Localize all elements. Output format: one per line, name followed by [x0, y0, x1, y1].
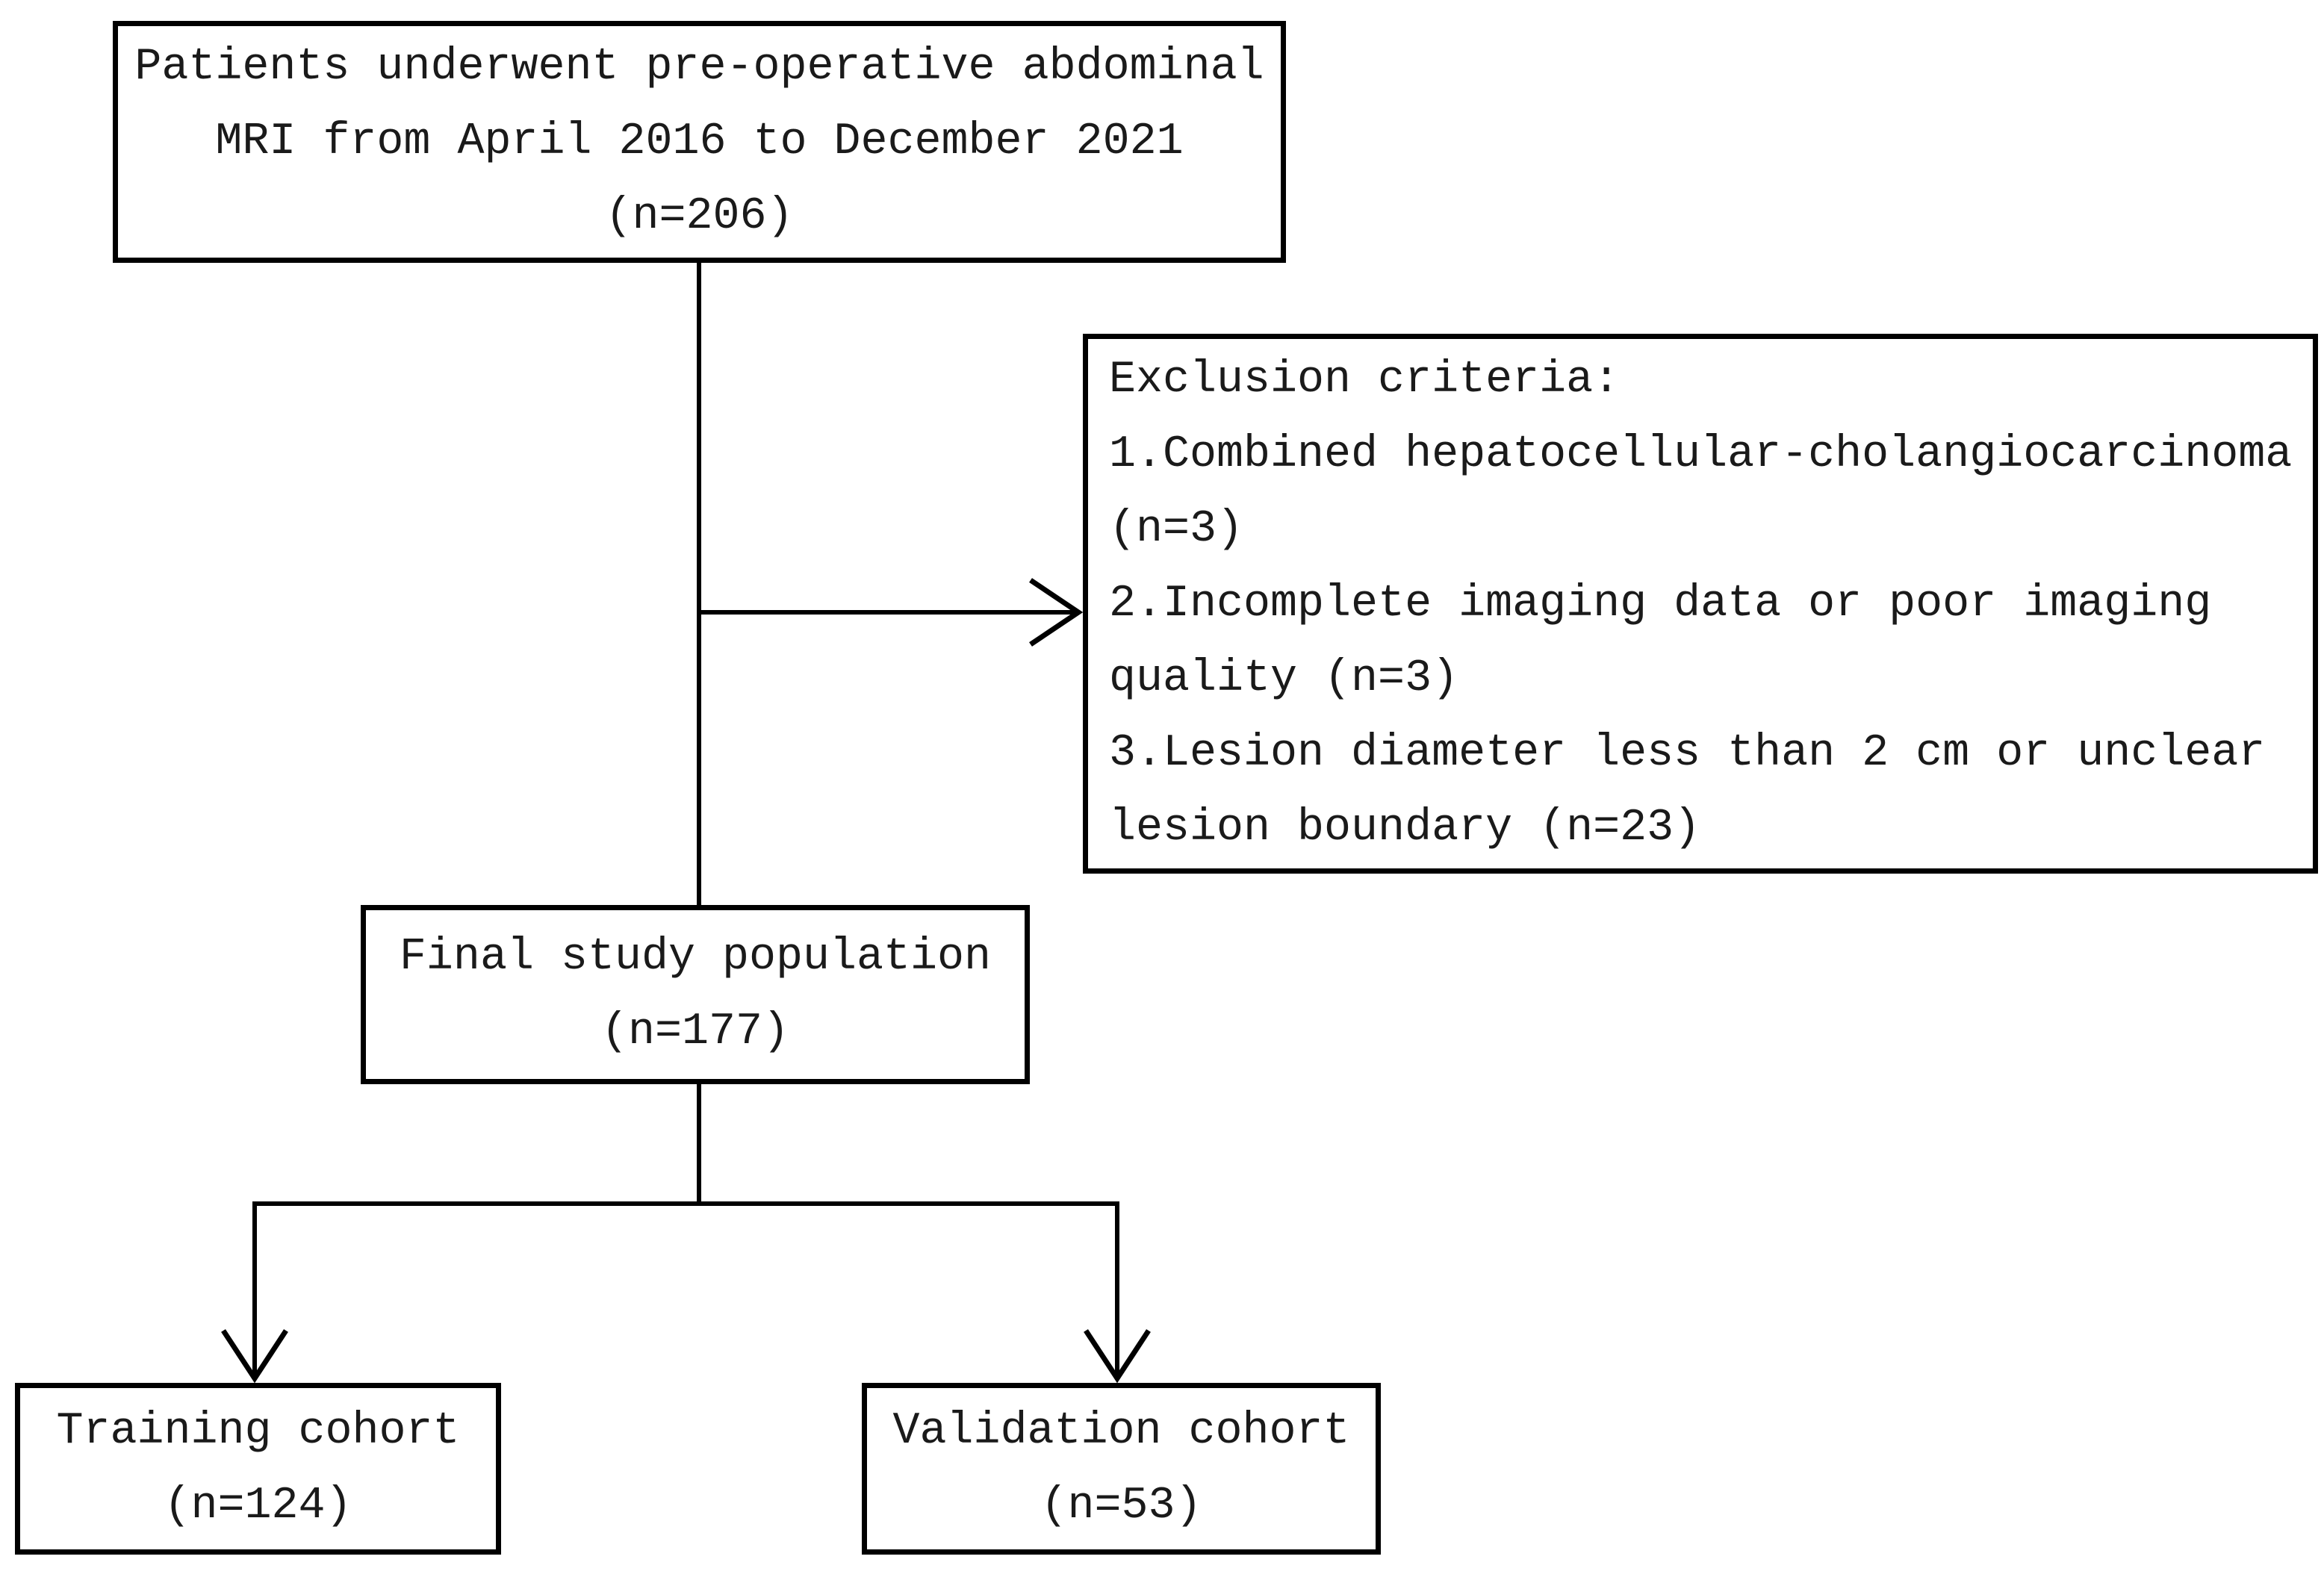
node-text-line: Final study population: [399, 932, 992, 983]
node-exclusion-criteria: Exclusion criteria: 1.Combined hepatocell…: [1083, 334, 2318, 874]
node-text-line: Validation cohort: [892, 1406, 1350, 1457]
arrowhead-validation-icon: [1084, 1329, 1151, 1384]
node-initial-population: Patients underwent pre-operative abdomin…: [113, 21, 1286, 263]
node-text-line: 3.Lesion diameter less than 2 cm or uncl…: [1109, 727, 2266, 779]
node-text-line: 2.Incomplete imaging data or poor imagin…: [1109, 578, 2212, 629]
node-text-line: (n=177): [600, 1007, 790, 1057]
arrowhead-exclusion-icon: [1029, 578, 1084, 647]
node-text-line: (n=53): [1040, 1481, 1202, 1531]
node-text-line: (n=3): [1109, 503, 1244, 555]
node-text-line: lesion boundary (n=23): [1109, 802, 1701, 853]
node-text-line: Patients underwent pre-operative abdomin…: [134, 42, 1264, 93]
node-validation-cohort: Validation cohort (n=53): [862, 1383, 1381, 1555]
node-final-study-population: Final study population (n=177): [361, 905, 1030, 1084]
arrowhead-training-icon: [221, 1329, 288, 1384]
node-text-line: (n=206): [605, 191, 794, 242]
node-text-line: MRI from April 2016 to December 2021: [215, 116, 1184, 167]
node-text-line: (n=124): [164, 1481, 352, 1531]
node-text-line: 1.Combined hepatocellular-cholangiocarci…: [1109, 429, 2293, 480]
node-text-line: Training cohort: [56, 1406, 460, 1457]
node-training-cohort: Training cohort (n=124): [15, 1383, 501, 1555]
node-text-line: quality (n=3): [1109, 653, 1459, 704]
node-text-line: Exclusion criteria:: [1109, 354, 1621, 405]
